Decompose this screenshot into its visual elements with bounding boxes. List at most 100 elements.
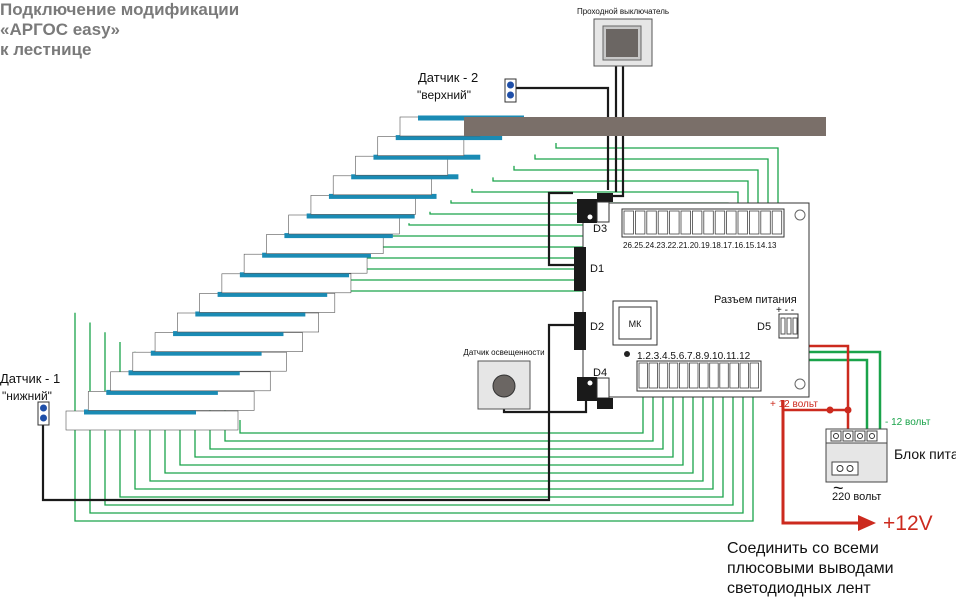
psu-terminal-screw xyxy=(833,433,839,439)
connector-d1 xyxy=(574,247,586,291)
led-strip xyxy=(173,331,284,337)
mount-hole xyxy=(794,378,806,390)
terminal-slot xyxy=(668,362,679,389)
terminal-slot xyxy=(703,210,714,235)
title-line-3: к лестнице xyxy=(0,40,92,59)
sensor-bottom-label-1: Датчик - 1 xyxy=(0,371,60,386)
terminal-slot xyxy=(669,210,680,235)
terminal-slot xyxy=(635,210,646,235)
terminal-block-frame xyxy=(621,208,785,238)
top-terminal-block xyxy=(621,208,785,238)
green-wire xyxy=(513,165,759,210)
green-wire xyxy=(471,188,739,210)
plus12v-arrow xyxy=(781,400,876,531)
d3-label: D3 xyxy=(593,223,607,235)
green-wire xyxy=(555,143,779,210)
led-strip xyxy=(84,409,196,415)
note-line-3: светодиодных лент xyxy=(727,580,871,597)
psu-terminal-screw xyxy=(845,433,851,439)
pass-switch-label: Проходной выключатель xyxy=(577,7,669,16)
connector-d3 xyxy=(577,193,613,223)
psu-terminal-screw xyxy=(869,433,875,439)
minus12-volt-label: - 12 вольт xyxy=(885,417,931,428)
terminal-slot xyxy=(680,210,691,235)
black-wire xyxy=(516,86,610,190)
sensor-top-icon xyxy=(504,78,517,103)
terminal-slot xyxy=(714,210,726,235)
mk-label: МК xyxy=(629,319,642,329)
terminal-slot xyxy=(689,362,699,389)
terminal-slot xyxy=(749,210,760,235)
mount-hole xyxy=(794,209,806,221)
connector-d4 xyxy=(577,377,613,409)
terminal-slot xyxy=(623,210,634,235)
terminal-slot xyxy=(648,362,658,389)
d1-label: D1 xyxy=(590,263,604,275)
wire-junction xyxy=(844,406,852,414)
power-supply-unit xyxy=(825,428,888,483)
led-strip xyxy=(373,154,481,160)
psu-terminal-screw xyxy=(857,433,863,439)
bottom-terminal-block xyxy=(636,360,762,392)
terminal-slot xyxy=(709,362,719,389)
power-connector-label: Разъем питания xyxy=(714,294,797,306)
terminal-slot xyxy=(658,362,669,389)
led-strip xyxy=(128,370,240,376)
sensor-top-label-1: Датчик - 2 xyxy=(418,70,478,85)
terminal-slot xyxy=(692,210,703,235)
upper-floor-slab xyxy=(464,117,826,136)
top-terminal-numbers: 26.25.24.23.22.21.20.19.18.17.16.15.14.1… xyxy=(623,241,777,250)
d4-label: D4 xyxy=(593,367,607,379)
led-strip xyxy=(395,135,503,141)
mount-hole xyxy=(624,351,630,357)
green-wire xyxy=(534,154,769,210)
terminal-slot xyxy=(760,210,771,235)
light-sensor-icon xyxy=(477,360,531,410)
black-wire xyxy=(502,400,588,414)
plus12-volt-label: + 12 вольт xyxy=(770,399,818,410)
led-strip xyxy=(262,252,371,258)
d5-label: D5 xyxy=(757,321,771,333)
plus12v-label: +12V xyxy=(883,512,933,535)
led-strip xyxy=(351,174,459,180)
terminal-slot xyxy=(719,362,729,389)
note-line-2: плюсовыми выводами xyxy=(727,560,894,577)
terminal-slot xyxy=(737,210,748,235)
wire-junction xyxy=(826,406,834,414)
green-wire xyxy=(492,177,749,210)
terminal-slot xyxy=(726,210,737,235)
led-strip xyxy=(284,233,393,239)
terminal-slot xyxy=(729,362,739,389)
light-sensor-label: Датчик освещенности xyxy=(463,348,544,357)
led-strip xyxy=(217,291,328,297)
power-connector-d5 xyxy=(778,313,799,339)
title-line-1: Подключение модификации xyxy=(0,0,240,19)
tilde-label: ~ xyxy=(833,478,844,498)
title-line-2: «АРГОС easy» xyxy=(0,20,120,39)
connector-d2 xyxy=(574,312,586,350)
d2-label: D2 xyxy=(590,321,604,333)
power-supply-label: Блок питания xyxy=(894,446,956,462)
led-strip xyxy=(195,311,306,317)
v220-label: 220 вольт xyxy=(832,491,881,503)
led-strip xyxy=(306,213,415,219)
black-wire xyxy=(41,323,576,502)
terminal-slot xyxy=(638,362,648,389)
plus-minus-label: + - - xyxy=(776,305,794,316)
black-wire xyxy=(547,191,576,267)
terminal-slot xyxy=(749,362,759,389)
green-wire xyxy=(239,391,644,434)
terminal-slot xyxy=(657,210,669,235)
black-wire xyxy=(611,66,625,198)
sensor-bottom-label-2: "нижний" xyxy=(2,389,52,403)
controller-board: МК Разъем питания + - - D5 xyxy=(582,202,810,398)
terminal-slot xyxy=(646,210,657,235)
diagram-title: Подключение модификации «АРГОС easy» к л… xyxy=(0,0,239,60)
led-strip xyxy=(106,389,218,395)
led-strip xyxy=(239,272,350,278)
pass-switch-icon xyxy=(593,18,653,67)
note-line-1: Соединить со всеми xyxy=(727,540,879,557)
led-strip xyxy=(150,350,262,356)
